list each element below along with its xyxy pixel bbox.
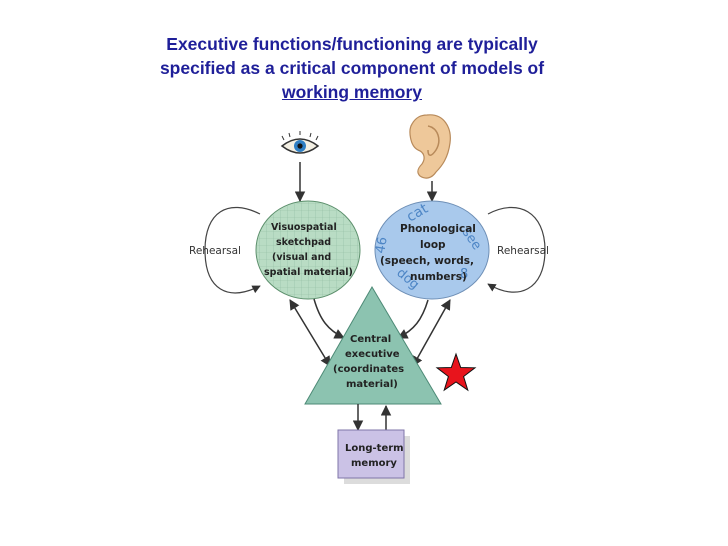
phonological-loop: cat 46 see dog 8 Phonological loop (spee… (373, 200, 490, 300)
arrow-loop-executive-inner (397, 299, 429, 339)
rehearsal-label-left: Rehearsal (189, 245, 241, 257)
loop-line-1: Phonological (400, 223, 476, 235)
long-term-memory: Long-term memory (337, 429, 410, 484)
executive-line-3: (coordinates (333, 364, 404, 375)
star-icon (435, 352, 477, 392)
executive-line-1: Central (350, 334, 391, 345)
ear-icon (409, 114, 451, 179)
title-line-2: specified as a critical component of mod… (159, 58, 545, 78)
rehearsal-label-right: Rehearsal (497, 245, 549, 257)
longterm-line-2: memory (351, 458, 397, 469)
loop-line-4: numbers) (410, 271, 467, 283)
executive-line-4: material) (346, 379, 398, 390)
slide-title: Executive functions/functioning are typi… (110, 32, 594, 104)
rehearsal-loop-right (487, 206, 546, 293)
central-executive: Central executive (coordinates material) (304, 286, 442, 405)
arrow-sketchpad-executive-inner (313, 298, 345, 339)
sketchpad-line-4: spatial material) (264, 267, 353, 278)
working-memory-link[interactable]: working memory (281, 82, 423, 102)
arrow-loop-to-executive (412, 299, 451, 367)
longterm-line-1: Long-term (345, 443, 404, 454)
rehearsal-loop-left (204, 206, 261, 294)
deco-46: 46 (373, 236, 391, 255)
executive-line-2: executive (345, 349, 400, 360)
visuospatial-sketchpad: Visuospatial sketchpad (visual and spati… (255, 200, 361, 300)
sketchpad-line-2: sketchpad (276, 237, 331, 248)
sketchpad-line-1: Visuospatial (271, 222, 337, 233)
eye-icon (280, 131, 320, 154)
sketchpad-line-3: (visual and (272, 252, 331, 263)
loop-line-2: loop (420, 239, 446, 251)
loop-line-3: (speech, words, (380, 255, 474, 267)
deco-8: 8 (460, 267, 468, 282)
arrow-sketchpad-to-executive (289, 299, 331, 367)
title-line-1: Executive functions/functioning are typi… (166, 34, 538, 54)
